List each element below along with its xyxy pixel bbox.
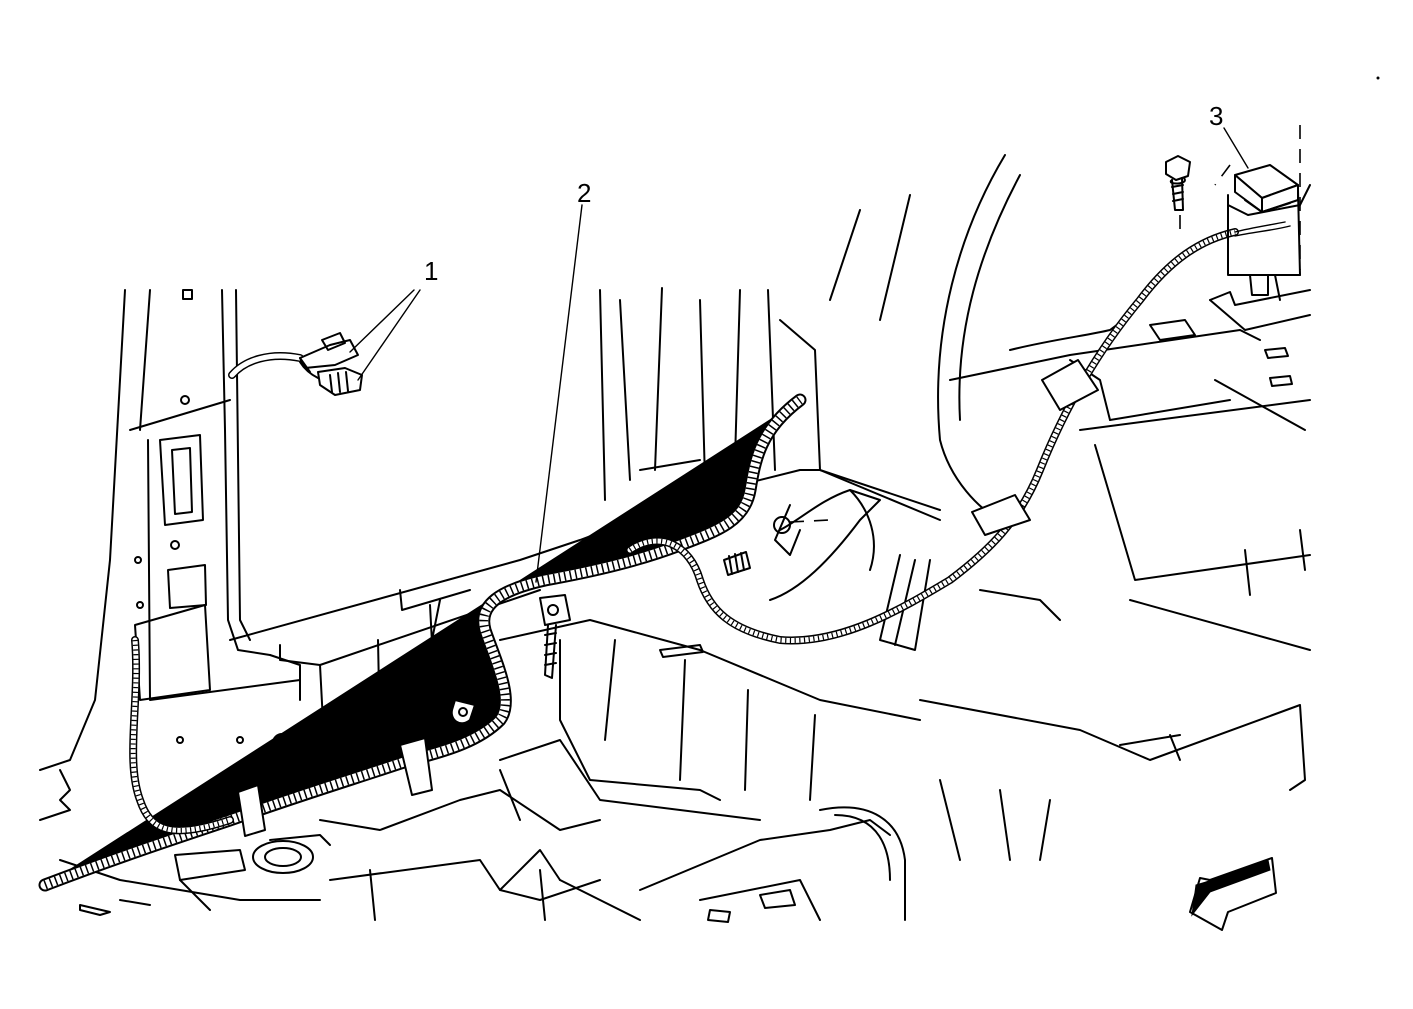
connector-icon [299,332,359,373]
callout-2: 2 [577,178,591,208]
callouts: 1 2 3 [424,101,1223,286]
front-direction-arrow-icon [1189,857,1277,931]
leader-lines [349,127,1249,583]
harness-clip [237,784,266,837]
harness-clip [399,737,433,796]
edge-mark [1376,76,1380,80]
tape-wrap [971,494,1031,536]
harness-clip [539,594,571,626]
bolt-icon [1165,155,1191,211]
tape-wrap [1041,359,1099,411]
connector-icon [299,361,363,396]
module-assembly [1165,125,1311,301]
body-structure [39,154,1311,923]
callout-1: 1 [424,256,438,286]
grommet [723,551,751,576]
module-icon [1234,164,1299,213]
tape-wraps [971,359,1099,536]
callout-3: 3 [1209,101,1223,131]
main-wiring-harness [38,221,1291,892]
harness-connectors [299,332,363,396]
harness-clip [450,699,476,725]
harness-clips [235,594,571,837]
